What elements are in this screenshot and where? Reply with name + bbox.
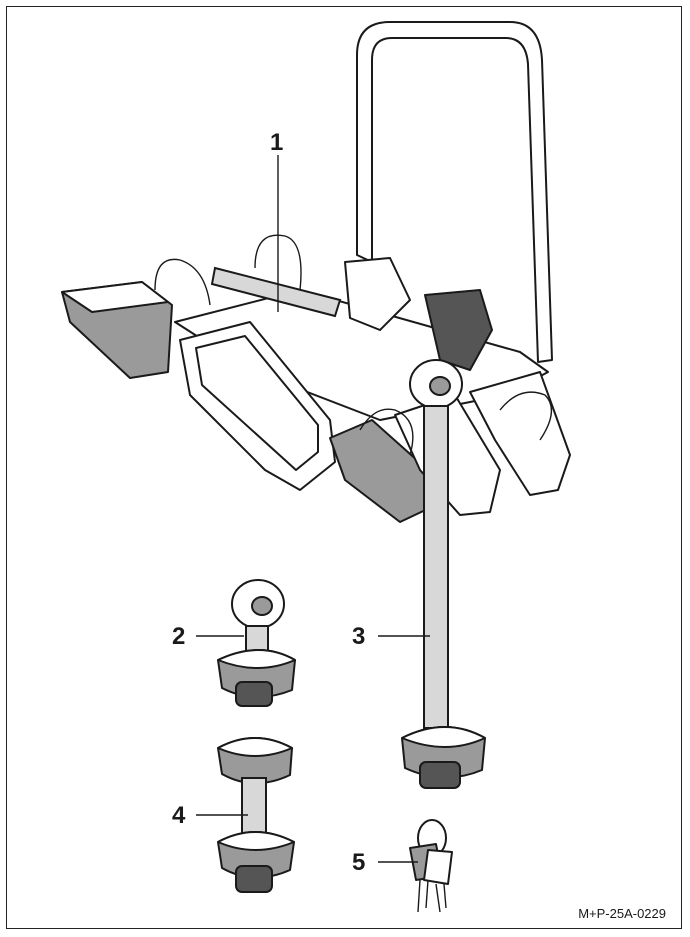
callout-2: 2	[172, 623, 185, 650]
short-holder-clamp-top	[217, 649, 296, 669]
wheel-strap-a	[154, 258, 211, 306]
callout-3: 3	[352, 623, 365, 650]
long-holder-foot	[419, 761, 461, 789]
short-holder-foot	[235, 681, 273, 707]
long-holder-clamp-top	[401, 726, 486, 748]
clamp-housing	[424, 289, 493, 371]
middle-holder-foot	[235, 865, 273, 893]
clamp-lever	[344, 257, 411, 331]
diagram-frame	[6, 6, 682, 929]
key-blade-2	[435, 883, 447, 913]
bike-carrier-assembly	[61, 21, 571, 523]
left-light-top	[61, 281, 169, 313]
cross-tube	[210, 266, 342, 318]
key-blade-1	[417, 879, 429, 913]
callout-4: 4	[172, 802, 186, 829]
middle-holder	[217, 737, 295, 893]
keys	[409, 819, 453, 913]
callout-1: 1	[270, 129, 283, 156]
short-holder-shaft	[245, 625, 269, 653]
short-holder-knob-lock	[251, 596, 273, 616]
middle-holder-shaft	[241, 777, 267, 839]
reference-code: M+P-25A-0229	[578, 906, 666, 921]
wheel-strap-c	[359, 408, 414, 456]
wheel-tray-right	[469, 371, 571, 496]
short-holder	[217, 579, 296, 707]
callout-5: 5	[352, 849, 365, 876]
long-holder-shaft	[423, 405, 449, 729]
wheel-strap-d	[499, 391, 553, 441]
long-holder	[401, 359, 486, 789]
middle-holder-upper-clamp-top	[217, 737, 293, 757]
middle-holder-lower-clamp-top	[217, 831, 295, 851]
long-holder-knob-lock	[429, 376, 451, 396]
wheel-strap-b	[254, 234, 302, 291]
u-frame-arch	[356, 21, 553, 363]
number-plate-area	[195, 335, 319, 471]
key-head-2	[423, 849, 453, 885]
